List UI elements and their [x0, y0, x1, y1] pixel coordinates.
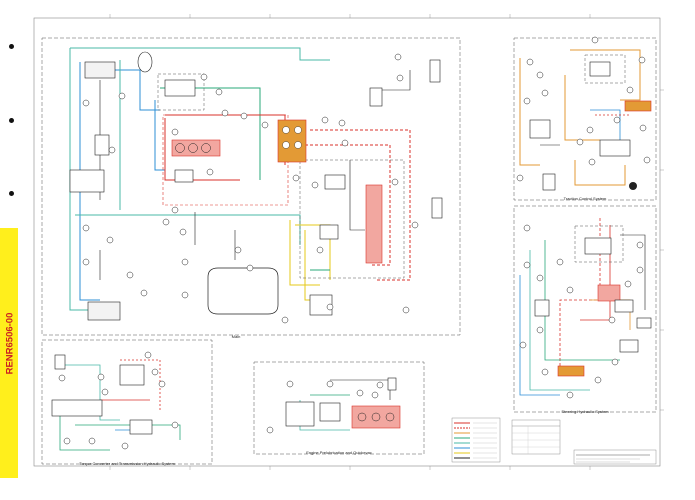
binder-hole-3	[9, 191, 14, 196]
traction-valve-top	[589, 61, 611, 77]
binder-hole-2	[9, 118, 14, 123]
steering-section: Steering Hydraulic System	[513, 205, 657, 414]
binder-hole-1	[9, 44, 14, 49]
steering-section-label: Steering Hydraulic System	[561, 409, 609, 414]
torque-section-label: Torque Converter and Transmission Hydrau…	[79, 461, 175, 466]
title-block	[573, 449, 657, 465]
prelube-motor	[319, 402, 341, 422]
prelube-valve-bank	[351, 405, 401, 429]
valve-bank-red	[171, 139, 221, 157]
prelube-pump	[285, 401, 315, 427]
cylinder-mid-right	[431, 197, 443, 219]
line-legend	[451, 417, 501, 463]
main-section-label: Main	[232, 334, 241, 339]
valve-manifold-red	[277, 119, 307, 163]
engine-section-label: Engine Prelubrication and Quickevac	[306, 450, 372, 455]
valve-small-1	[174, 169, 194, 183]
traction-section-frame	[513, 37, 657, 201]
hydraulic-tank	[207, 267, 279, 315]
steering-valve-top	[584, 237, 612, 255]
document-code-bar: RENR6506-00	[0, 228, 18, 478]
valve-left-1	[94, 134, 110, 156]
valve-block-top	[164, 79, 196, 97]
callout-legend	[511, 419, 561, 455]
valve-column	[365, 184, 383, 264]
valve-block-right	[369, 87, 383, 107]
traction-section: Traction Control System	[513, 36, 657, 201]
main-section: Main	[41, 37, 461, 339]
traction-valve-lower	[599, 139, 631, 157]
sheet-border	[33, 17, 661, 467]
transmission-housing	[51, 399, 103, 417]
border-ticks	[109, 14, 664, 470]
traction-section-label: Traction Control System	[564, 196, 607, 201]
steering-valve-bank	[557, 365, 585, 377]
torque-section-frame	[41, 339, 213, 465]
document-code: RENR6506-00	[4, 312, 16, 375]
traction-valve-red	[624, 100, 652, 112]
steering-valve-red	[597, 284, 621, 302]
engine-section-frame	[253, 361, 425, 455]
filter-top	[137, 51, 153, 73]
main-section-frame	[41, 37, 461, 336]
torque-section: Torque Converter and Transmission Hydrau…	[41, 339, 213, 466]
engine-section: Engine Prelubrication and Quickevac	[253, 361, 425, 455]
cylinder-top-right	[429, 59, 441, 83]
traction-valve-left	[529, 119, 551, 139]
valve-mid-2	[319, 224, 339, 240]
pump-bottom	[87, 301, 121, 321]
valve-block-mid	[324, 174, 346, 190]
valve-left-2	[69, 169, 105, 193]
pump-top	[84, 61, 116, 79]
